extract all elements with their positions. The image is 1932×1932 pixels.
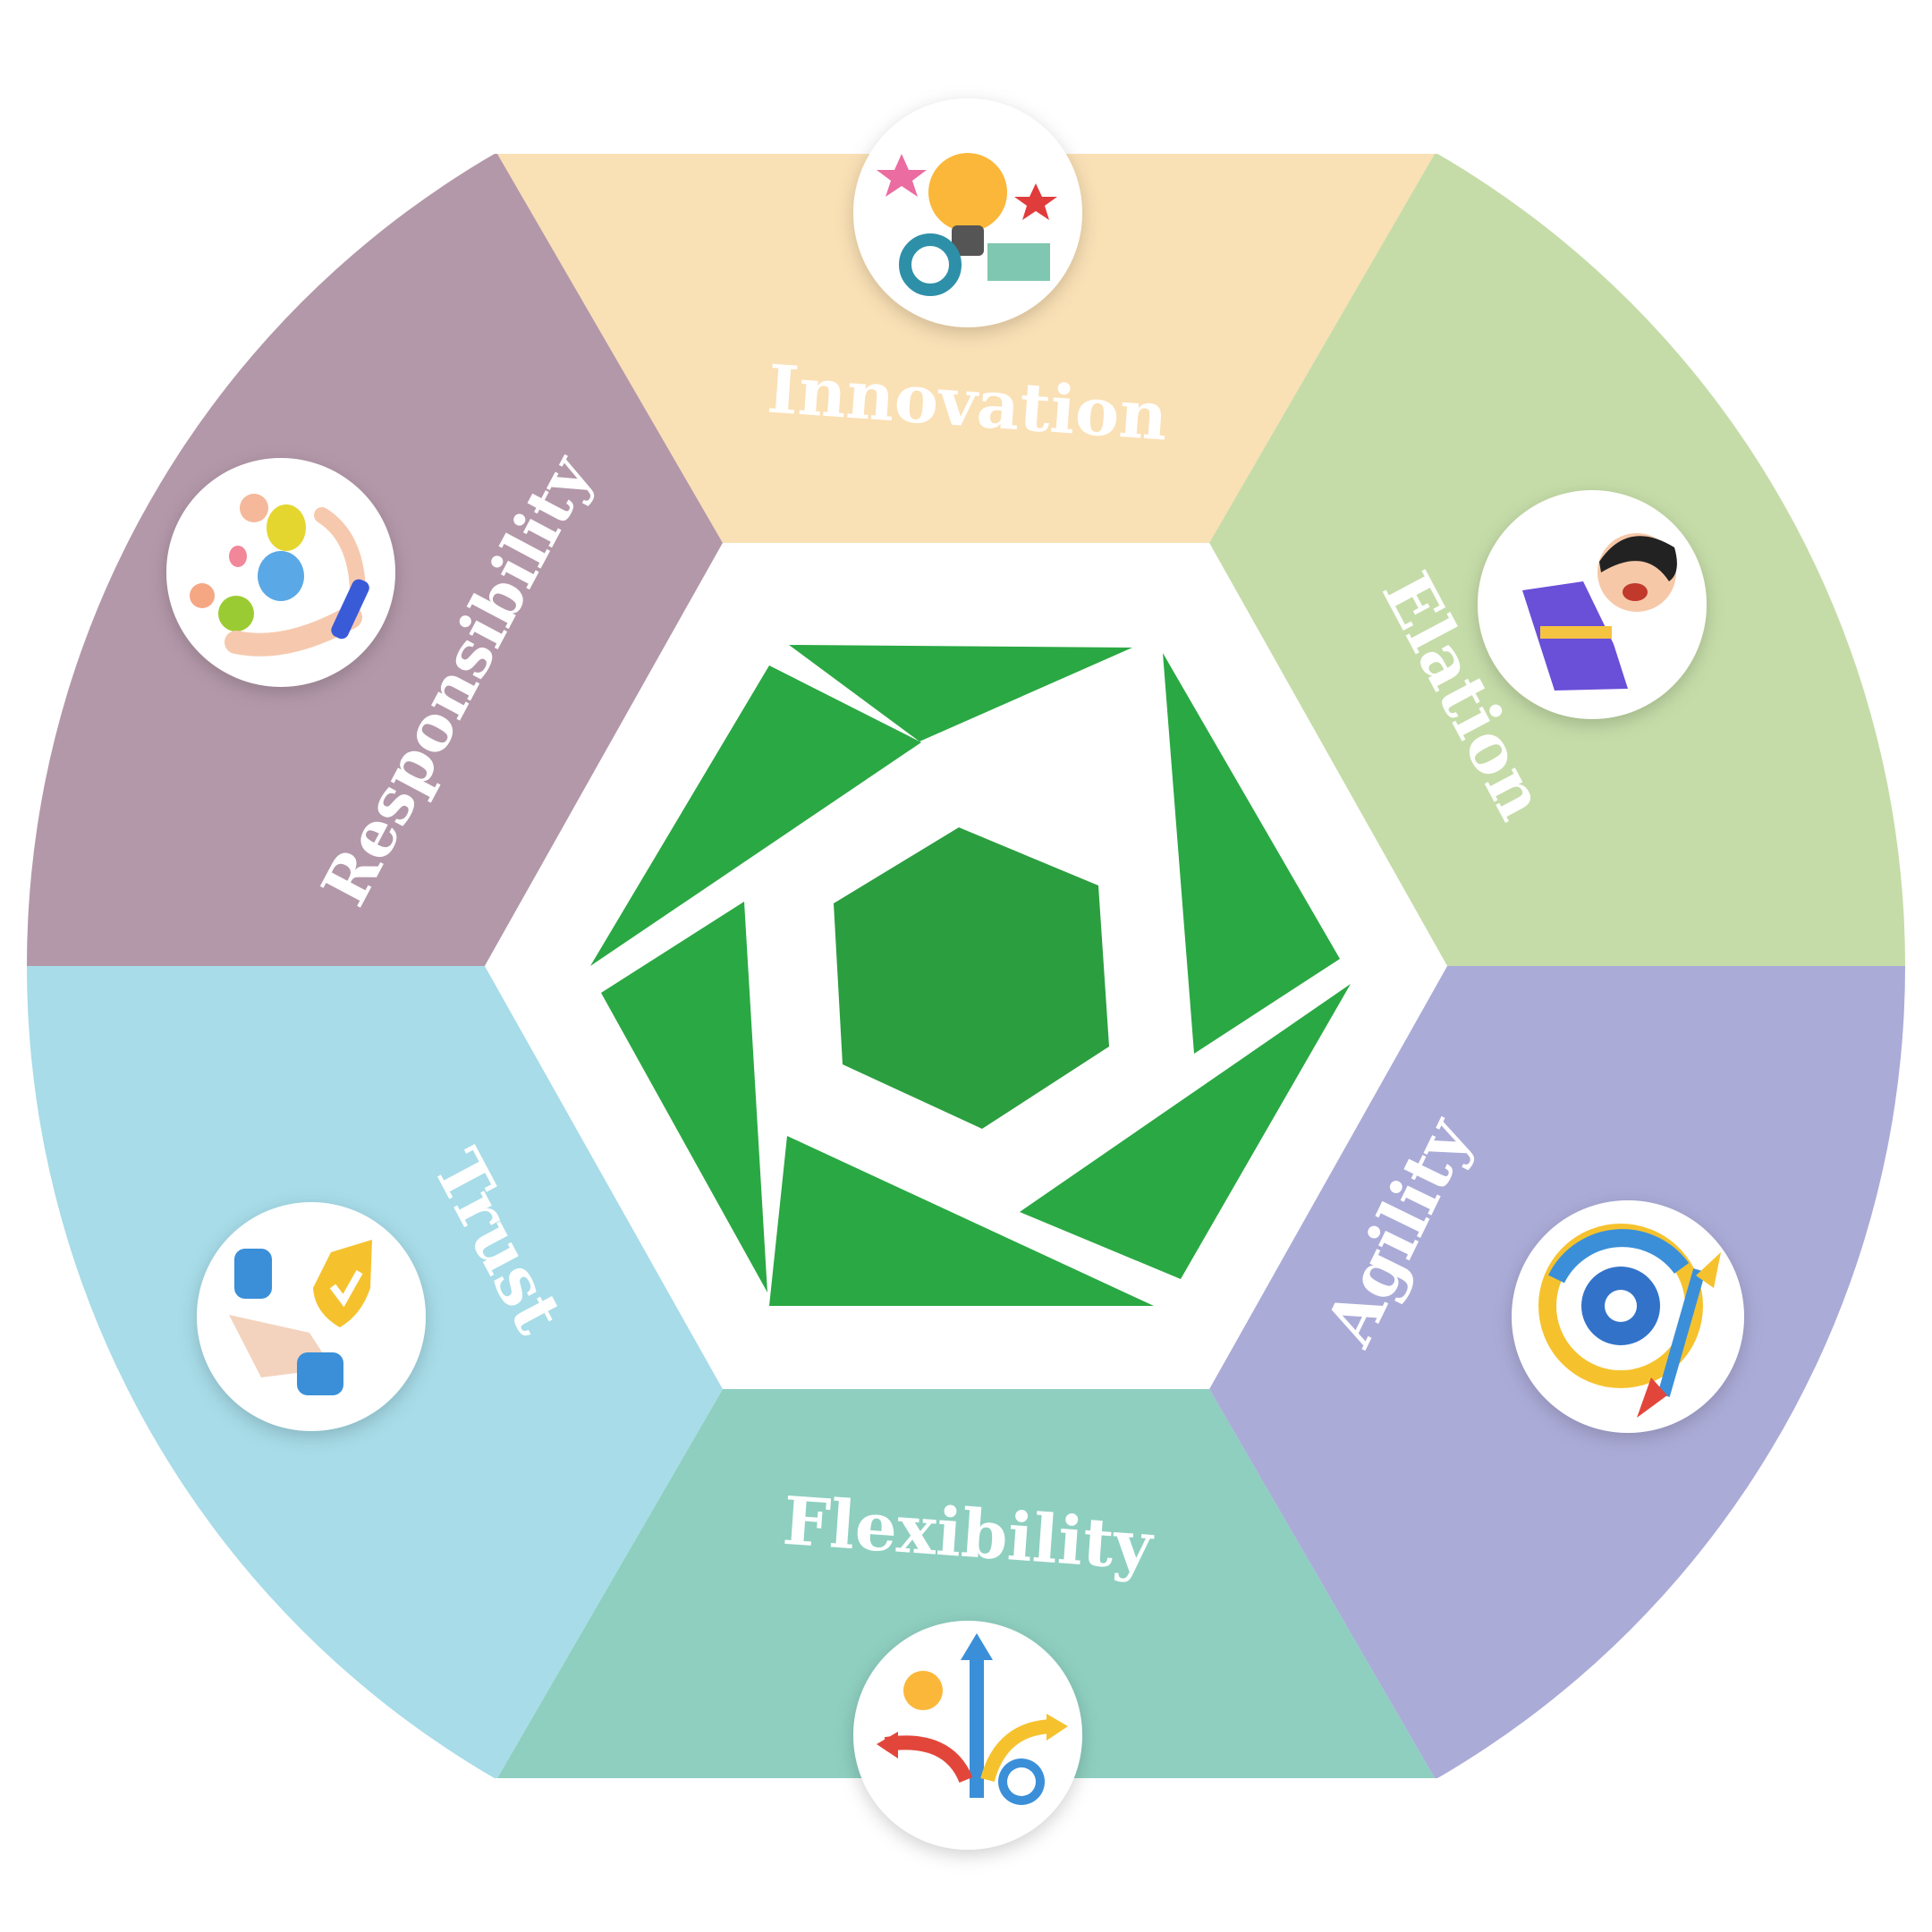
logo-blade (789, 645, 1132, 741)
lightbulb-idea-icon (877, 153, 1057, 296)
caring-hands-icon (190, 494, 369, 657)
elation-icon-badge (1478, 490, 1707, 719)
gear-cycle-icon (1538, 1224, 1721, 1418)
agility-icon-badge (1512, 1200, 1744, 1433)
segment-innovation[interactable] (497, 154, 1435, 543)
happy-person-icon (1522, 533, 1677, 691)
logo-blade (590, 665, 921, 966)
icon-circles (166, 98, 1744, 1850)
responsibility-icon-badge (166, 458, 395, 687)
innovation-icon-badge (853, 98, 1082, 327)
branching-arrows-icon (877, 1633, 1068, 1805)
flexibility-icon-badge (853, 1621, 1082, 1850)
segment-flexibility[interactable] (497, 1389, 1435, 1778)
logo-inner-hexagon (834, 827, 1109, 1129)
logo-blade (601, 902, 767, 1292)
green-hexagon-aperture-logo (590, 645, 1351, 1306)
trust-icon-badge (197, 1202, 426, 1431)
logo-blade (1020, 984, 1351, 1279)
handshake-shield-icon (229, 1240, 372, 1395)
logo-blade (1163, 653, 1340, 1054)
logo-blade (769, 1136, 1154, 1306)
